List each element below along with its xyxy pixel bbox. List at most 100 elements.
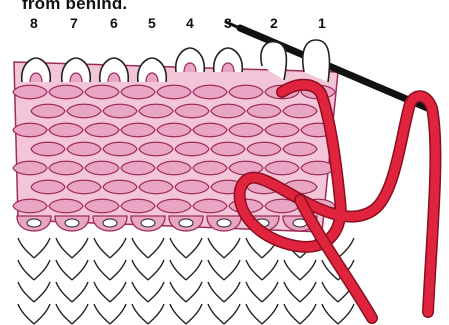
knit-v-left — [132, 238, 148, 258]
knit-v-right — [224, 304, 240, 324]
knit-v-right — [224, 282, 240, 302]
knit-v-right — [110, 238, 126, 258]
knit-v-left — [322, 304, 338, 324]
knit-v-right — [34, 282, 50, 302]
bottom-loop-hole — [217, 219, 231, 227]
purl-bump — [229, 85, 263, 99]
knit-v-right — [300, 304, 316, 324]
knit-v-right — [224, 238, 240, 258]
purl-bump — [211, 104, 245, 118]
purl-bump — [85, 123, 119, 137]
knit-v-right — [186, 238, 202, 258]
purl-bump — [283, 142, 317, 156]
bottom-loop-hole — [103, 219, 117, 227]
knit-v-right — [72, 282, 88, 302]
knit-v-left — [284, 260, 300, 280]
knit-v-left — [246, 282, 262, 302]
purl-bump — [85, 161, 119, 175]
knit-v-right — [72, 304, 88, 324]
purl-bump — [139, 142, 173, 156]
purl-bump — [49, 161, 83, 175]
knit-v-left — [246, 260, 262, 280]
knit-v-left — [170, 238, 186, 258]
purl-bump — [13, 161, 47, 175]
purl-bump — [67, 104, 101, 118]
knit-v-right — [110, 304, 126, 324]
knit-v-left — [94, 238, 110, 258]
purl-bump — [157, 199, 191, 213]
knit-v-right — [186, 260, 202, 280]
knit-v-right — [72, 260, 88, 280]
purl-bump — [193, 85, 227, 99]
knit-v-right — [72, 238, 88, 258]
knit-v-right — [34, 260, 50, 280]
knit-v-right — [110, 260, 126, 280]
knit-v-right — [300, 282, 316, 302]
purl-bump — [175, 104, 209, 118]
knit-v-left — [284, 282, 300, 302]
purl-bump — [193, 161, 227, 175]
bottom-loop-hole — [27, 219, 41, 227]
knit-v-left — [56, 260, 72, 280]
knit-v-left — [94, 282, 110, 302]
purl-bump — [103, 104, 137, 118]
knit-v-left — [132, 260, 148, 280]
purl-bump — [31, 180, 65, 194]
knit-v-left — [56, 238, 72, 258]
knit-v-left — [18, 304, 34, 324]
knit-v-left — [170, 304, 186, 324]
purl-bump — [49, 199, 83, 213]
knit-v-left — [208, 282, 224, 302]
knit-v-right — [186, 304, 202, 324]
purl-bump — [193, 199, 227, 213]
purl-bump — [85, 85, 119, 99]
knit-v-left — [18, 260, 34, 280]
purl-bump — [13, 199, 47, 213]
knit-v-right — [148, 282, 164, 302]
purl-bump — [85, 199, 119, 213]
bottom-loop-hole — [179, 219, 193, 227]
purl-bump — [283, 104, 317, 118]
bottom-loop-hole — [141, 219, 155, 227]
purl-bump — [121, 161, 155, 175]
knit-v-right — [148, 304, 164, 324]
knit-v-right — [300, 260, 316, 280]
knit-v-left — [56, 282, 72, 302]
purl-bump — [121, 199, 155, 213]
pink-purl-fabric — [13, 48, 338, 232]
purl-bump — [67, 180, 101, 194]
knit-v-left — [208, 260, 224, 280]
purl-bump — [49, 85, 83, 99]
knit-v-right — [34, 238, 50, 258]
knit-v-right — [262, 260, 278, 280]
knit-v-left — [170, 282, 186, 302]
purl-bump — [211, 142, 245, 156]
knit-v-left — [170, 260, 186, 280]
purl-bump — [247, 104, 281, 118]
knit-v-left — [208, 304, 224, 324]
bottom-loop-hole — [65, 219, 79, 227]
purl-bump — [193, 123, 227, 137]
purl-bump — [139, 180, 173, 194]
purl-bump — [157, 161, 191, 175]
purl-bump — [175, 142, 209, 156]
knit-v-left — [284, 304, 300, 324]
purl-bump — [265, 161, 299, 175]
knit-v-left — [132, 282, 148, 302]
purl-bump — [31, 104, 65, 118]
knit-v-left — [322, 282, 338, 302]
knit-v-left — [56, 304, 72, 324]
knit-v-left — [208, 238, 224, 258]
knit-v-right — [34, 304, 50, 324]
purl-bump — [121, 85, 155, 99]
purl-bump — [49, 123, 83, 137]
knit-v-right — [186, 282, 202, 302]
purl-bump — [229, 123, 263, 137]
purl-bump — [103, 142, 137, 156]
knit-v-right — [338, 238, 354, 258]
purl-bump — [247, 142, 281, 156]
purl-bump — [103, 180, 137, 194]
knit-v-right — [148, 238, 164, 258]
knit-v-left — [246, 304, 262, 324]
